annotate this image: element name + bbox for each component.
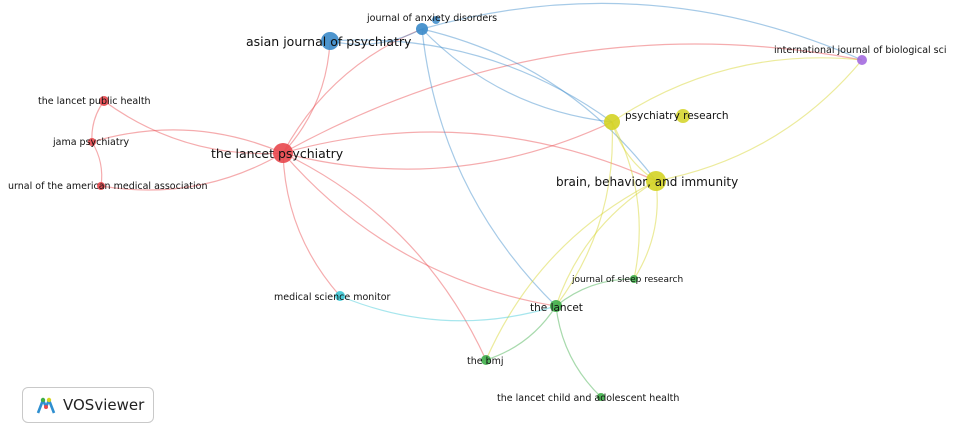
label-psyres[interactable]: psychiatry research xyxy=(625,110,729,122)
edge-anxiety-lancet xyxy=(421,28,557,307)
node-medsci[interactable] xyxy=(335,291,345,301)
edge-bbi-ijbio xyxy=(655,59,863,182)
node-jama[interactable] xyxy=(88,138,96,146)
label-bmj[interactable]: the bmj xyxy=(467,356,504,367)
vosviewer-logo: VOSviewer xyxy=(22,387,154,423)
node-lancet[interactable] xyxy=(550,300,562,312)
edge-lancetpsych-bmj xyxy=(282,152,487,361)
vosviewer-logo-icon xyxy=(36,397,56,414)
edge-lancetpsych-lancetph xyxy=(103,100,284,155)
nodes-layer xyxy=(88,16,867,401)
edge-bbi-lancet xyxy=(555,180,657,307)
edge-anxiety-psyres xyxy=(421,28,613,123)
edge-lancet-child xyxy=(555,305,602,398)
label-lancetpsych[interactable]: the lancet psychiatry xyxy=(211,146,344,161)
edge-psyres-ijbio xyxy=(611,57,863,123)
edge-psyres-sleep xyxy=(611,121,640,280)
label-anxiety[interactable]: journal of anxiety disorders xyxy=(366,13,497,24)
edge-lancetph-jama xyxy=(91,100,105,143)
labels-layer: asian journal of psychiatry journal of an… xyxy=(8,13,947,404)
label-medsci[interactable]: medical science monitor xyxy=(274,292,391,303)
edge-lancet-sleep xyxy=(555,278,635,307)
label-sleep[interactable]: journal of sleep research xyxy=(571,275,683,285)
node-bbi[interactable] xyxy=(646,171,666,191)
label-child[interactable]: the lancet child and adolescent health xyxy=(497,393,679,404)
edge-medsci-lancet xyxy=(339,295,557,322)
edge-bbi-bmj xyxy=(485,180,657,361)
edge-asian-anxiety xyxy=(329,28,423,45)
node-anxiety-secondary[interactable] xyxy=(432,16,440,24)
node-asian[interactable] xyxy=(321,32,339,50)
vosviewer-logo-text: VOSviewer xyxy=(63,396,145,414)
edge-psyres-lancet xyxy=(555,121,613,307)
edge-lancetpsych-asian xyxy=(282,40,331,154)
edge-lancetpsych-jamaassoc xyxy=(100,152,284,191)
node-child[interactable] xyxy=(597,393,605,401)
edge-lancetpsych-psyres xyxy=(282,121,613,170)
edge-asian-psyres xyxy=(329,39,613,123)
edge-lancetpsych-bbi xyxy=(282,131,657,182)
node-lancetph[interactable] xyxy=(99,96,109,106)
edge-lancetpsych-anxiety xyxy=(282,28,423,154)
edge-lancetpsych-ijbio xyxy=(282,43,863,154)
label-jama[interactable]: jama psychiatry xyxy=(52,137,129,148)
label-lancetph[interactable]: the lancet public health xyxy=(38,96,151,107)
node-sleep[interactable] xyxy=(630,275,638,283)
label-asian[interactable]: asian journal of psychiatry xyxy=(246,34,412,49)
node-bmj[interactable] xyxy=(481,355,491,365)
edge-jama-jamaassoc xyxy=(91,141,103,187)
edge-anxiety-bbi xyxy=(421,28,657,182)
node-jamaassoc[interactable] xyxy=(97,182,105,190)
node-psyres-secondary[interactable] xyxy=(676,109,690,123)
label-bbi[interactable]: brain, behavior, and immunity xyxy=(556,175,738,189)
label-lancet[interactable]: the lancet xyxy=(530,302,583,314)
edge-anxiety-ijbio xyxy=(421,2,863,61)
edge-lancet-bmj xyxy=(485,305,557,361)
node-lancetpsych[interactable] xyxy=(273,143,293,163)
node-ijbio[interactable] xyxy=(857,55,867,65)
edges-layer xyxy=(91,2,863,398)
label-jamaassoc[interactable]: urnal of the american medical associatio… xyxy=(8,181,208,192)
edge-lancetpsych-lancet xyxy=(282,152,557,307)
node-psyres[interactable] xyxy=(604,114,620,130)
edge-lancetpsych-jama xyxy=(91,129,284,154)
edge-lancetpsych-medsci xyxy=(282,152,341,297)
node-anxiety[interactable] xyxy=(416,23,428,35)
label-ijbio[interactable]: international journal of biological sci xyxy=(774,45,947,56)
edge-bbi-sleep xyxy=(633,180,658,280)
